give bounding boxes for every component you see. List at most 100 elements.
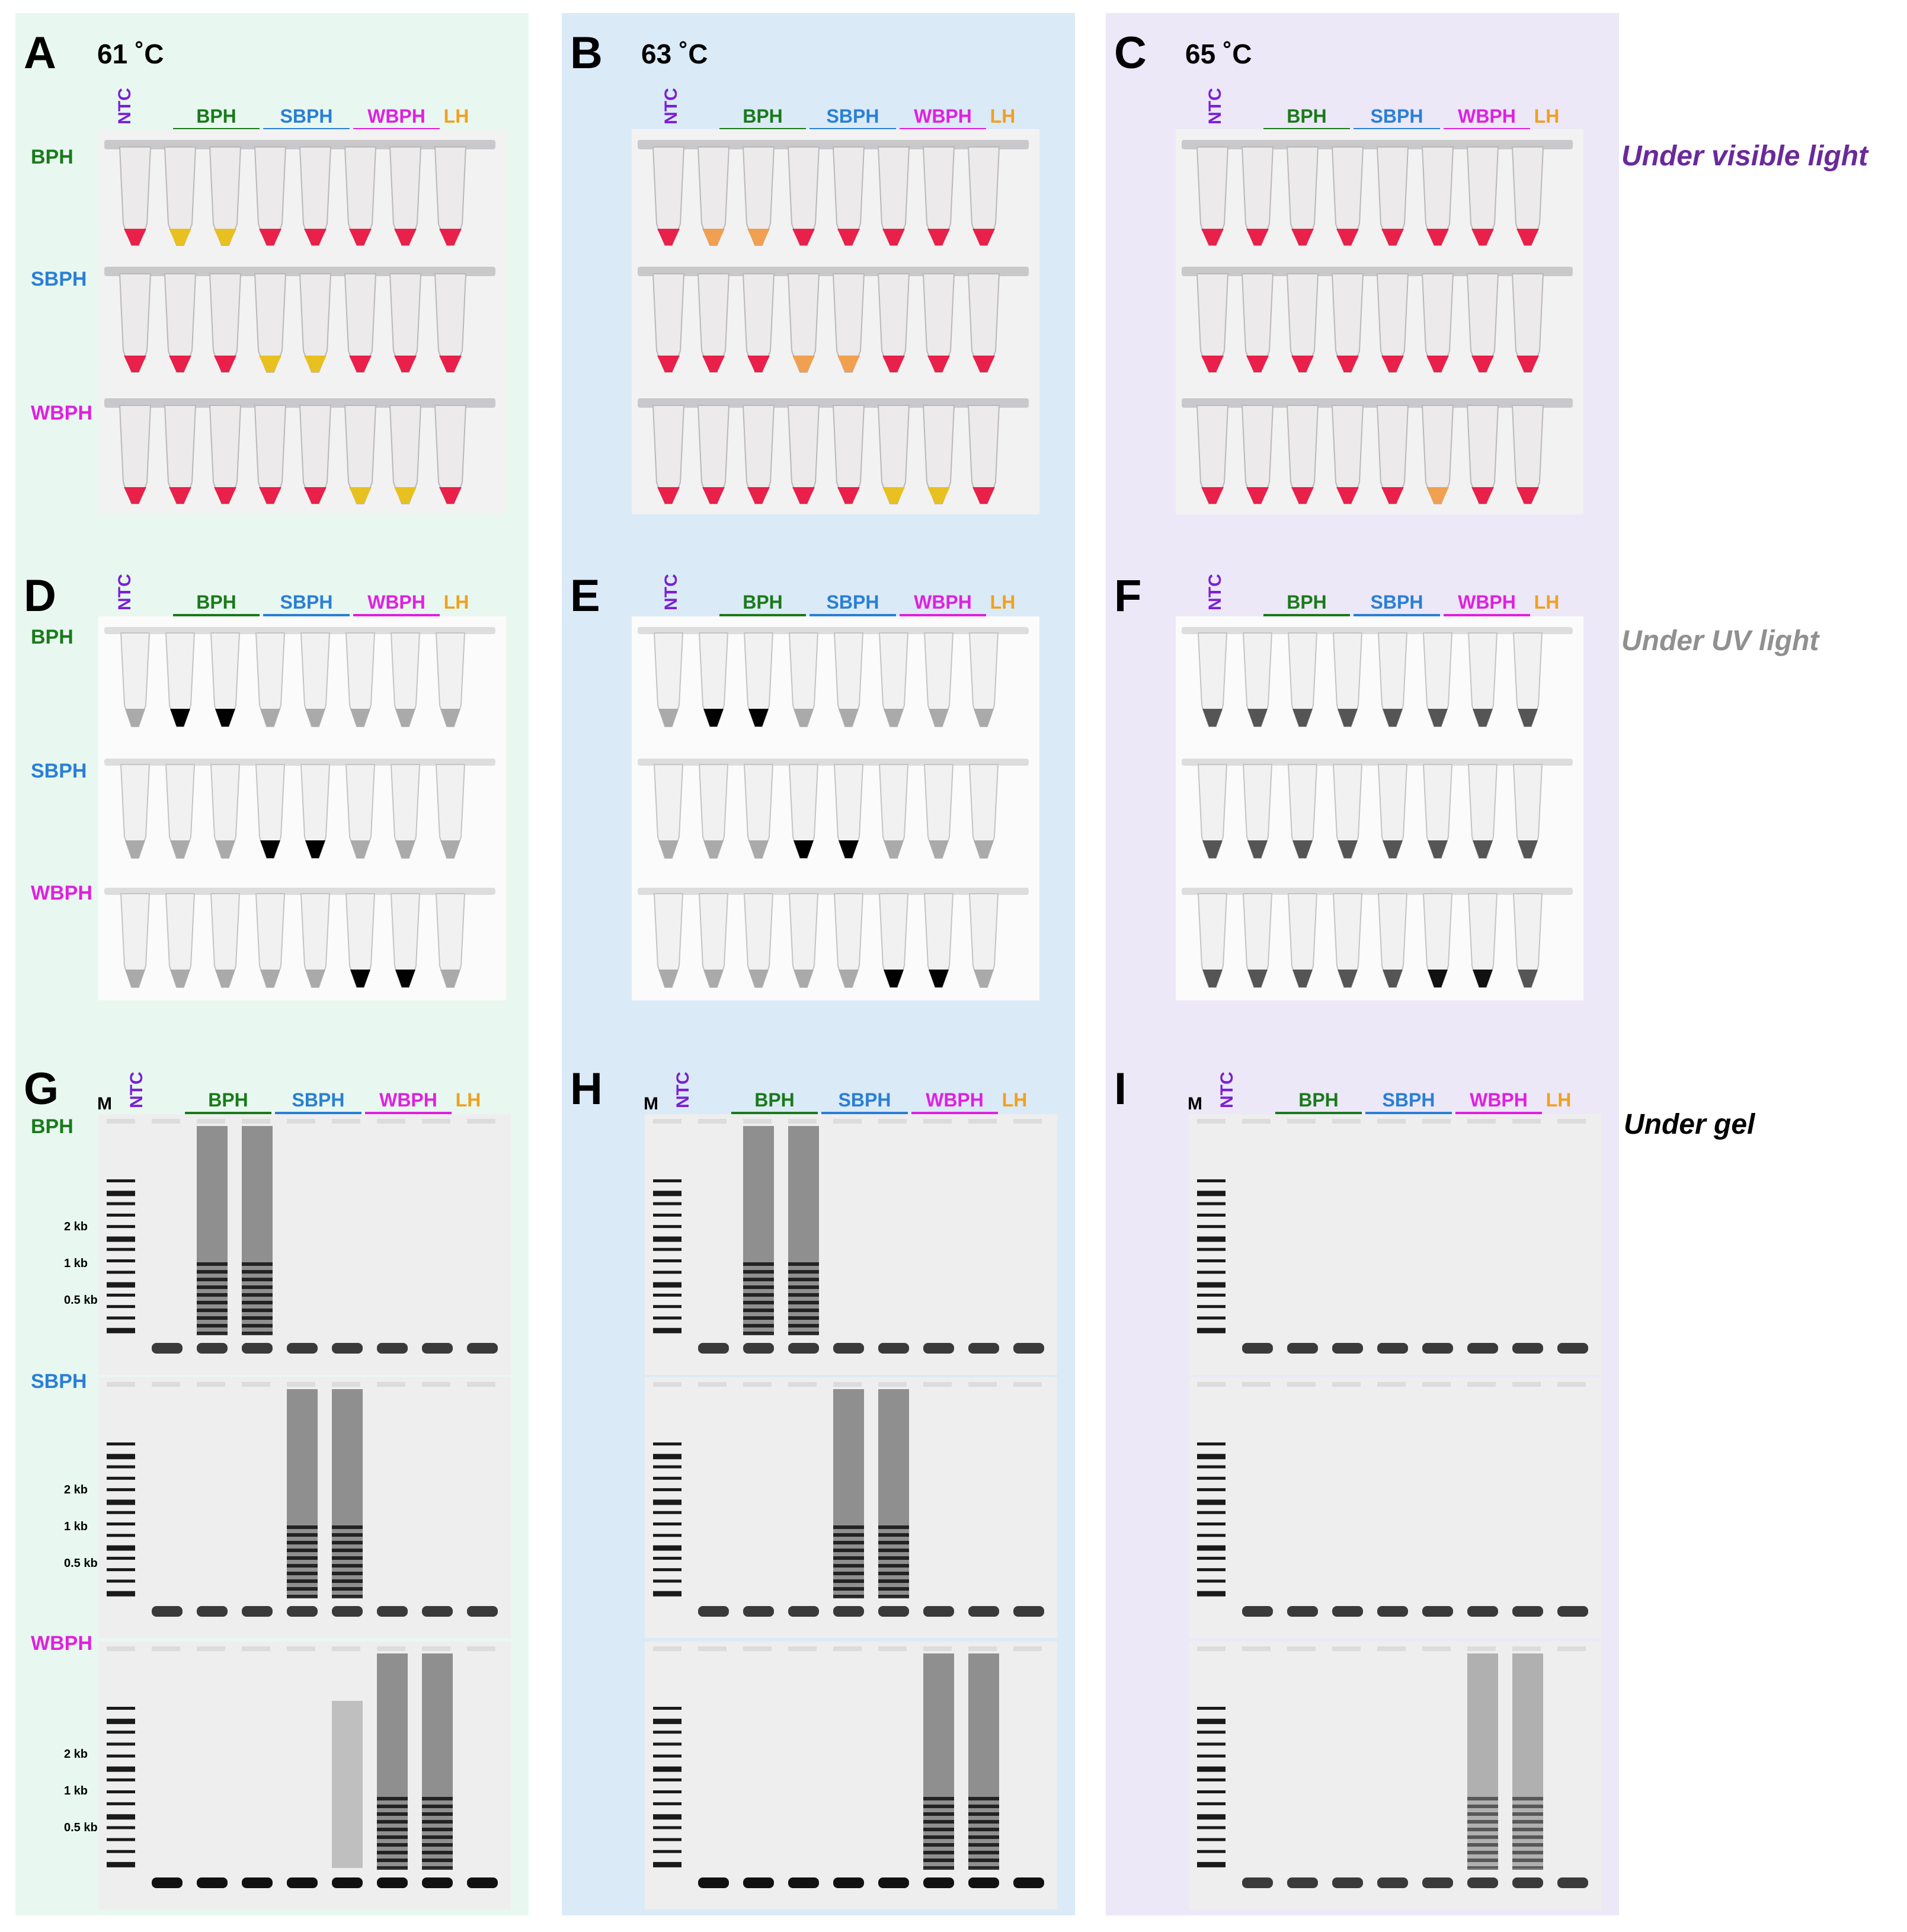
- lane-header-bph: BPH: [754, 1089, 795, 1111]
- row-label-bph-a: BPH: [31, 146, 73, 168]
- gel-well: [1377, 1119, 1406, 1124]
- ladder-band: [1197, 1305, 1226, 1309]
- ladder-band: [653, 1568, 681, 1572]
- ladder-band: [1197, 1534, 1226, 1537]
- ladder-band: [653, 1802, 681, 1806]
- primer-dimer-band: [332, 1877, 363, 1888]
- tube-reaction-mix: [1291, 229, 1314, 245]
- ladder-band: [653, 1213, 681, 1217]
- primer-dimer-band: [377, 1606, 408, 1617]
- ladder-band: [653, 1202, 681, 1205]
- ladder-band: [1197, 1814, 1226, 1820]
- lamp-band: [287, 1587, 318, 1591]
- primer-dimer-band: [788, 1877, 819, 1888]
- uv-tube-fluorescence: [884, 840, 904, 858]
- tube-reaction-mix: [1426, 229, 1449, 245]
- ladder-band: [653, 1826, 681, 1829]
- ladder-band: [1197, 1316, 1226, 1320]
- ladder-band: [107, 1568, 135, 1572]
- lane-header-wbph: WBPH: [379, 1089, 437, 1111]
- uv-tube-fluorescence: [703, 970, 724, 987]
- gel-well: [152, 1382, 180, 1387]
- lamp-smear: [377, 1653, 408, 1868]
- row-label-sbph-a: SBPH: [31, 268, 87, 290]
- temperature-label-c: 65 ˚C: [1185, 39, 1252, 69]
- lamp-band: [878, 1556, 909, 1560]
- lamp-band: [1467, 1797, 1498, 1800]
- lamp-band: [422, 1851, 453, 1854]
- gel-well: [833, 1646, 862, 1651]
- ladder-band: [1197, 1499, 1226, 1505]
- ladder-band: [107, 1259, 135, 1262]
- lamp-band: [923, 1843, 954, 1847]
- ladder-band: [1197, 1545, 1226, 1551]
- lamp-band: [1467, 1820, 1498, 1824]
- lamp-band: [1467, 1866, 1498, 1870]
- lane-header-wbph: WBPH: [1470, 1089, 1528, 1111]
- ladder-band: [653, 1838, 681, 1841]
- lamp-band: [878, 1595, 909, 1598]
- tube-reaction-mix: [214, 229, 236, 245]
- lamp-band: [422, 1859, 453, 1862]
- uv-tube-fluorescence: [1518, 970, 1538, 987]
- primer-dimer-band: [1557, 1606, 1588, 1617]
- uv-tube-fluorescence: [260, 970, 280, 987]
- lamp-band: [923, 1812, 954, 1816]
- lamp-band: [743, 1332, 774, 1335]
- lamp-band: [1467, 1812, 1498, 1816]
- gel-well: [1013, 1382, 1042, 1387]
- row-label-wbph-a: WBPH: [31, 402, 92, 424]
- ladder-band: [1197, 1225, 1226, 1229]
- lamp-band: [833, 1572, 864, 1575]
- lane-header-bph: BPH: [1287, 105, 1327, 127]
- uv-tube-fluorescence: [125, 840, 145, 858]
- tube-reaction-mix: [169, 229, 191, 245]
- lamp-band: [242, 1332, 273, 1335]
- lamp-band: [788, 1278, 819, 1281]
- lamp-band: [287, 1595, 318, 1598]
- ladder-band: [1197, 1850, 1226, 1853]
- lane-header-underline-bph: [731, 1112, 818, 1115]
- lamp-band: [197, 1309, 228, 1312]
- ladder-band: [653, 1236, 681, 1242]
- ladder-band: [107, 1511, 135, 1514]
- ladder-band: [1197, 1766, 1226, 1772]
- ladder-band: [1197, 1213, 1226, 1217]
- uv-tube-fluorescence: [260, 709, 280, 727]
- panel-letter-b: B: [570, 28, 603, 78]
- lamp-band: [422, 1797, 453, 1800]
- lane-header-sbph: SBPH: [838, 1089, 891, 1111]
- ladder-band: [653, 1316, 681, 1320]
- primer-dimer-band: [1013, 1606, 1044, 1617]
- uv-tube-fluorescence: [839, 709, 859, 727]
- ladder-band: [107, 1305, 135, 1309]
- ladder-band: [107, 1838, 135, 1841]
- lamp-band: [332, 1572, 363, 1575]
- gel-well: [968, 1646, 997, 1651]
- lamp-band: [422, 1820, 453, 1824]
- primer-dimer-band: [1287, 1877, 1318, 1888]
- lamp-band: [332, 1541, 363, 1544]
- row-label-wbph-d: WBPH: [31, 882, 92, 904]
- uv-tube-fluorescence: [395, 970, 415, 987]
- gel-well: [1467, 1646, 1496, 1651]
- lamp-band: [242, 1278, 273, 1281]
- lamp-band: [968, 1835, 999, 1839]
- ladder-band: [107, 1814, 135, 1820]
- gel-well: [377, 1646, 405, 1651]
- uv-tube-fluorescence: [658, 840, 679, 858]
- ladder-band: [653, 1179, 681, 1182]
- tube-reaction-mix: [1201, 229, 1224, 245]
- uv-tube-fluorescence: [1202, 709, 1223, 727]
- panel-letter-f: F: [1114, 571, 1142, 621]
- gel-well: [467, 1119, 495, 1124]
- ladder-band: [107, 1861, 135, 1867]
- primer-dimer-band: [242, 1343, 273, 1354]
- tube-reaction-mix: [702, 229, 725, 245]
- primer-dimer-band: [1013, 1343, 1044, 1354]
- lane-header-sbph: SBPH: [826, 591, 879, 613]
- primer-dimer-band: [923, 1343, 954, 1354]
- lamp-band: [833, 1564, 864, 1568]
- lamp-band: [788, 1262, 819, 1266]
- primer-dimer-band: [197, 1343, 228, 1354]
